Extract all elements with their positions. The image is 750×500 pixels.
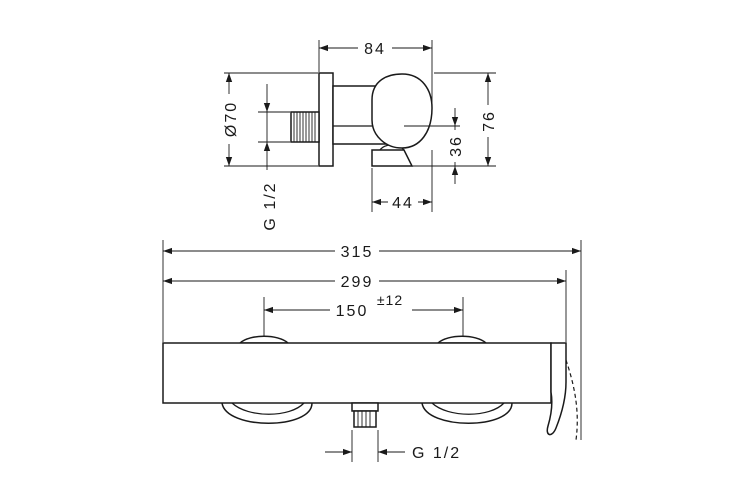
front-view: 315 299 150 ±12 G 1/2 bbox=[162, 240, 582, 462]
valve-bar bbox=[162, 342, 552, 404]
dim-315-label: 315 bbox=[341, 244, 374, 261]
dim-diameter-70-label: Ø70 bbox=[223, 101, 240, 137]
thread-lines bbox=[293, 112, 316, 142]
outlet-nut bbox=[351, 402, 379, 412]
wall-plate bbox=[318, 72, 334, 167]
dim-76-label: 76 bbox=[481, 110, 498, 132]
lever-handle bbox=[546, 342, 567, 436]
mixer-knob bbox=[371, 73, 433, 149]
dim-44-label: 44 bbox=[392, 195, 414, 212]
thread-side-label: G 1/2 bbox=[262, 181, 279, 230]
outlet-thread bbox=[353, 410, 377, 428]
side-view: 84 Ø70 76 G 1/2 36 44 bbox=[219, 38, 498, 231]
thread-connector bbox=[290, 111, 320, 143]
dim-84-label: 84 bbox=[364, 41, 386, 58]
front-extension-lines bbox=[162, 240, 582, 462]
dim-tolerance-label: ±12 bbox=[377, 292, 403, 308]
lever-swing-arc bbox=[565, 359, 578, 441]
rosette-right-top bbox=[436, 335, 488, 344]
dim-150-label: 150 bbox=[336, 303, 369, 320]
rosette-left-top bbox=[238, 335, 290, 344]
spout-block bbox=[371, 149, 414, 167]
dim-299-label: 299 bbox=[341, 274, 374, 291]
dim-36-label: 36 bbox=[448, 135, 465, 157]
thread-bottom-label: G 1/2 bbox=[412, 445, 461, 462]
